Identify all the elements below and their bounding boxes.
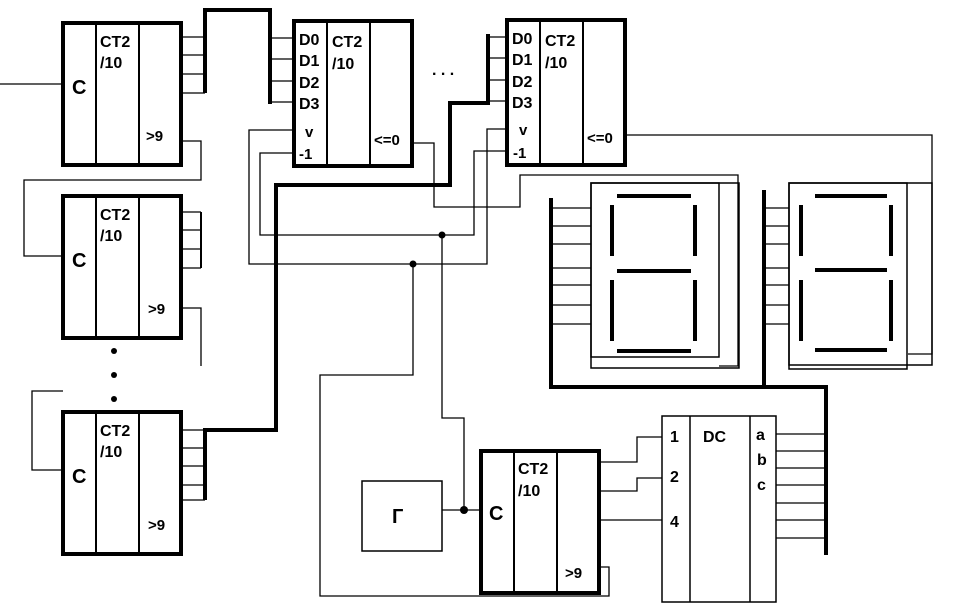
type-label: CT2 (100, 423, 130, 440)
type-label: CT2 (332, 34, 362, 51)
decoder-input-2: 2 (670, 469, 679, 486)
carry-label: >9 (148, 517, 165, 534)
generator-label: Г (392, 506, 403, 528)
counter-left-3: C CT2 /10 >9 (61, 410, 183, 556)
ellipsis: . . . (432, 62, 454, 79)
input-d0-label: D0 (512, 31, 533, 48)
bottom-counter: C CT2 /10 >9 (479, 449, 601, 595)
up-label: v (519, 122, 528, 139)
bus-lines (200, 8, 828, 555)
counter-left-2: C CT2 /10 >9 (61, 194, 183, 340)
junction-dots (409, 231, 468, 514)
type-label: CT2 (100, 34, 130, 51)
input-d3-label: D3 (512, 95, 533, 112)
borrow-label: <=0 (374, 132, 400, 149)
type-label: CT2 (518, 461, 548, 478)
decoder-output-a: a (756, 427, 765, 444)
reversible-counter-1: D0 D1 D2 D3 v -1 CT2 /10 <=0 (292, 19, 414, 168)
type-label-2: /10 (100, 444, 122, 461)
input-d2-label: D2 (299, 75, 320, 92)
type-label: CT2 (100, 207, 130, 224)
decoder-output-b: b (757, 452, 767, 469)
borrow-label: <=0 (587, 130, 613, 147)
generator: Г (361, 480, 443, 552)
decoder-output-c: c (757, 477, 766, 494)
counter-left-1: C CT2 /10 >9 (61, 21, 183, 167)
decoder-input-1: 1 (670, 429, 679, 446)
carry-label: >9 (565, 565, 582, 582)
input-d2-label: D2 (512, 74, 533, 91)
down-label: -1 (299, 146, 312, 163)
clock-label: C (72, 466, 86, 488)
decoder-input-4: 4 (670, 514, 679, 531)
thin-wires (0, 36, 933, 597)
continuation-dots (111, 348, 117, 402)
carry-label: >9 (146, 128, 163, 145)
type-label-2: /10 (332, 56, 354, 73)
decoder-title: DC (703, 429, 727, 446)
decoder: DC 1 2 4 a b c (661, 415, 777, 603)
down-label: -1 (513, 145, 526, 162)
input-d3-label: D3 (299, 96, 320, 113)
type-label: CT2 (545, 33, 575, 50)
seven-segment-display-1 (590, 182, 740, 369)
carry-label: >9 (148, 301, 165, 318)
seven-segment-display-2 (788, 182, 933, 370)
clock-label: C (72, 250, 86, 272)
reversible-counter-2: D0 D1 D2 D3 v -1 CT2 /10 <=0 (505, 18, 627, 167)
type-label-2: /10 (100, 55, 122, 72)
type-label-2: /10 (545, 55, 567, 72)
input-d1-label: D1 (299, 53, 320, 70)
clock-label: C (489, 503, 503, 525)
clock-label: C (72, 77, 86, 99)
input-d0-label: D0 (299, 32, 320, 49)
up-label: v (305, 124, 314, 141)
input-d1-label: D1 (512, 52, 533, 69)
type-label-2: /10 (518, 483, 540, 500)
type-label-2: /10 (100, 228, 122, 245)
